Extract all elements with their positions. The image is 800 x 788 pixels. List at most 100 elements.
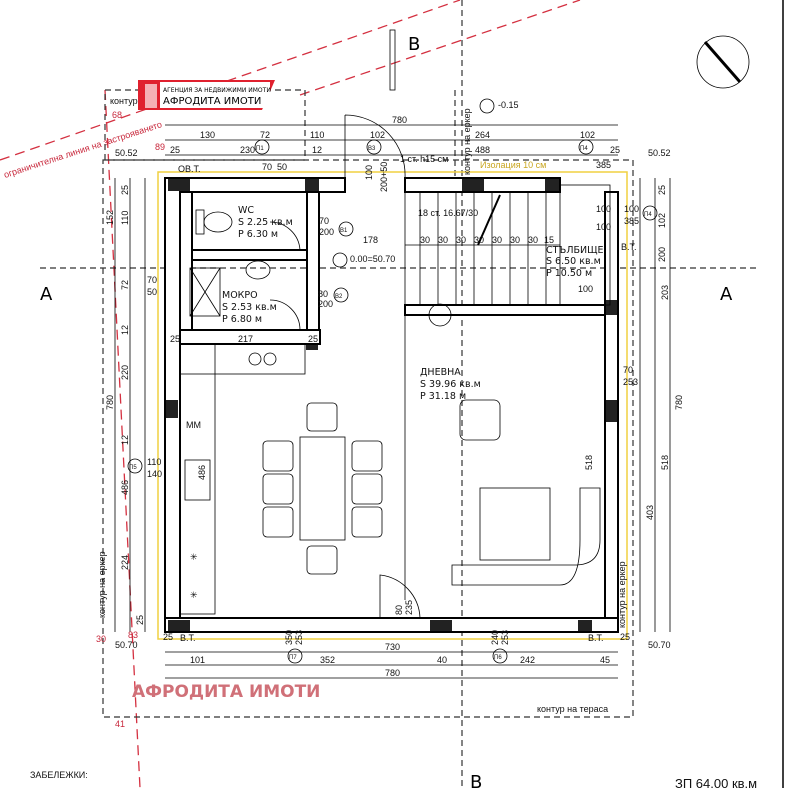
svg-text:70: 70 — [147, 275, 157, 285]
room-wc: WCS 2.25 кв.мP 6.30 м — [238, 205, 293, 240]
svg-text:12: 12 — [120, 435, 130, 445]
svg-text:25: 25 — [163, 632, 173, 642]
svg-text:ОВ.Т.: ОВ.Т. — [178, 164, 201, 174]
svg-text:✳: ✳ — [190, 590, 198, 600]
svg-text:224: 224 — [120, 555, 130, 570]
svg-text:518: 518 — [660, 455, 670, 470]
svg-text:403: 403 — [645, 505, 655, 520]
svg-text:S 6.50 кв.м: S 6.50 кв.м — [546, 256, 601, 267]
svg-text:P 6.30 м: P 6.30 м — [238, 229, 278, 240]
svg-text:30: 30 — [456, 235, 466, 245]
svg-text:S 2.25 кв.м: S 2.25 кв.м — [238, 217, 293, 228]
svg-text:70: 70 — [623, 365, 633, 375]
svg-text:25: 25 — [170, 145, 180, 155]
svg-text:П7: П7 — [289, 655, 297, 661]
svg-text:П1: П1 — [256, 146, 264, 152]
svg-text:30: 30 — [96, 634, 106, 644]
svg-text:-0.15: -0.15 — [498, 100, 519, 110]
svg-text:780: 780 — [385, 668, 400, 678]
svg-text:30: 30 — [420, 235, 430, 245]
svg-text:203: 203 — [660, 285, 670, 300]
svg-text:235: 235 — [404, 600, 414, 615]
svg-text:41: 41 — [115, 719, 125, 729]
svg-text:50.70: 50.70 — [115, 640, 138, 650]
svg-text:89: 89 — [155, 142, 165, 152]
svg-text:П4: П4 — [580, 146, 588, 152]
svg-text:72: 72 — [260, 130, 270, 140]
svg-text:518: 518 — [584, 455, 594, 470]
svg-text:780: 780 — [392, 115, 407, 125]
svg-text:200: 200 — [318, 299, 333, 309]
svg-text:45: 45 — [600, 655, 610, 665]
svg-text:486: 486 — [197, 465, 207, 480]
svg-text:152: 152 — [105, 210, 115, 225]
svg-text:253: 253 — [294, 630, 304, 645]
svg-text:WC: WC — [238, 205, 254, 216]
svg-text:200: 200 — [319, 227, 334, 237]
svg-text:P 10.50 м: P 10.50 м — [546, 268, 592, 279]
watermark: АФРОДИТА ИМОТИ — [132, 682, 320, 702]
svg-text:178: 178 — [363, 235, 378, 245]
svg-text:50: 50 — [147, 287, 157, 297]
svg-text:ДНЕВНА: ДНЕВНА — [420, 367, 461, 378]
svg-text:100: 100 — [364, 165, 374, 180]
svg-text:264: 264 — [475, 130, 490, 140]
svg-text:30: 30 — [474, 235, 484, 245]
svg-text:П5: П5 — [129, 465, 137, 471]
svg-text:25: 25 — [308, 334, 318, 344]
outer-walls — [164, 177, 619, 633]
svg-text:486: 486 — [120, 480, 130, 495]
svg-text:25: 25 — [135, 615, 145, 625]
staircase: 18 ст. 16.67/30 — [405, 192, 560, 305]
opening-tags: П1 В3 П4 В1 В2 П5 П7 П6 П4 — [127, 139, 658, 664]
svg-text:101: 101 — [190, 655, 205, 665]
svg-text:240: 240 — [490, 630, 500, 645]
insulation-outline — [157, 171, 628, 640]
svg-text:80: 80 — [318, 289, 328, 299]
svg-text:25: 25 — [610, 145, 620, 155]
svg-text:220: 220 — [120, 365, 130, 380]
level-marks: -0.15 0.00=50.70 50.52 50.52 50.70 50.70… — [30, 96, 757, 788]
svg-text:140: 140 — [147, 469, 162, 479]
svg-text:110: 110 — [120, 211, 130, 225]
svg-text:контур на еркер: контур на еркер — [97, 551, 107, 618]
svg-text:217: 217 — [238, 334, 253, 344]
bathroom-fixtures — [189, 209, 452, 327]
svg-text:100: 100 — [596, 222, 611, 232]
sofa — [451, 399, 601, 586]
svg-text:102: 102 — [657, 213, 667, 228]
svg-text:A: A — [40, 284, 53, 305]
svg-text:30: 30 — [438, 235, 448, 245]
build-line: ограничителна линия на застрояването — [0, 0, 581, 788]
svg-text:П6: П6 — [494, 655, 502, 661]
svg-text:80: 80 — [394, 605, 404, 615]
svg-text:25: 25 — [657, 185, 667, 195]
svg-text:780: 780 — [674, 395, 684, 410]
svg-text:П4: П4 — [644, 212, 652, 218]
svg-text:P 6.80 м: P 6.80 м — [222, 314, 262, 325]
svg-text:488: 488 — [475, 145, 490, 155]
svg-text:730: 730 — [385, 642, 400, 652]
svg-text:ЗАБЕЛЕЖКИ:: ЗАБЕЛЕЖКИ: — [30, 770, 88, 780]
svg-text:30: 30 — [510, 235, 520, 245]
svg-text:102: 102 — [580, 130, 595, 140]
build-line-label: ограничителна линия на застрояването — [3, 119, 164, 180]
svg-text:100: 100 — [578, 284, 593, 294]
svg-text:50.52: 50.52 — [115, 148, 138, 158]
svg-text:B: B — [470, 772, 482, 788]
dining-table — [262, 402, 383, 575]
agency-logo: АГЕНЦИЯ ЗА НЕДВИЖИМИ ИМОТИ АФРОДИТА ИМОТ… — [138, 80, 275, 110]
svg-text:S 2.53 кв.м: S 2.53 кв.м — [222, 302, 277, 313]
svg-text:253: 253 — [500, 630, 510, 645]
svg-text:25: 25 — [120, 185, 130, 195]
svg-text:352: 352 — [320, 655, 335, 665]
svg-text:110: 110 — [147, 457, 161, 467]
svg-text:контур на тераса: контур на тераса — [537, 704, 608, 714]
svg-text:50: 50 — [277, 162, 287, 172]
